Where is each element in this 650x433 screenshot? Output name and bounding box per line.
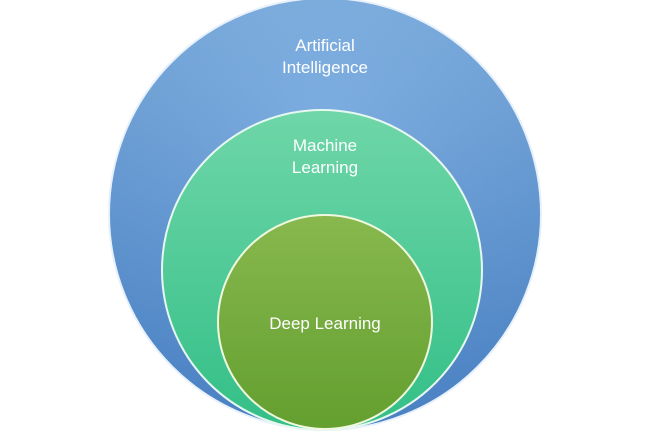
deep-learning-circle (217, 214, 433, 430)
